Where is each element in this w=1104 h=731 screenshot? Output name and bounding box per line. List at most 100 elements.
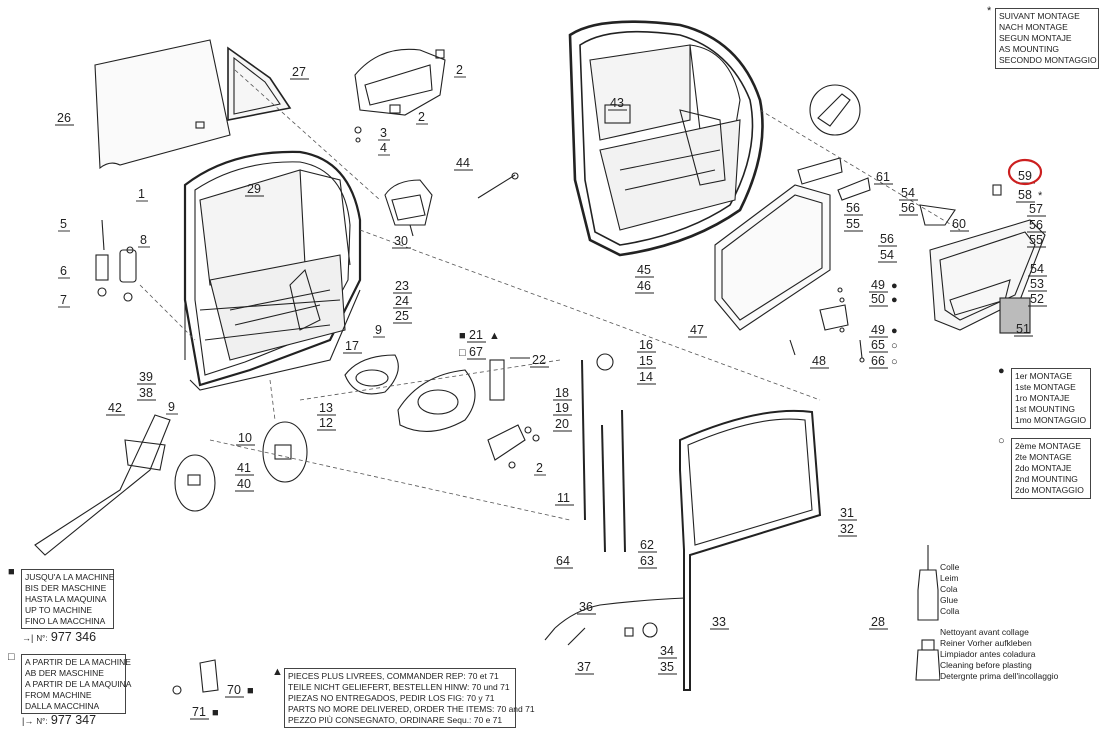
first-mounting-line: 1ro MONTAJE [1015, 393, 1070, 403]
door-frame-right [568, 20, 764, 257]
callout-label: 70 [227, 683, 241, 697]
callout-label: 40 [237, 477, 251, 491]
callout-label: 33 [712, 615, 726, 629]
from-machine-line: FROM MACHINE [25, 690, 92, 700]
lock-mechanism [384, 179, 433, 237]
callout-symbol: ● [891, 294, 898, 306]
callout-label: 66 [871, 354, 885, 368]
glue-labels: Colle Leim Cola Glue Colla [940, 562, 990, 622]
callout-label: 71 [192, 705, 206, 719]
callout-label: 56 [846, 201, 860, 215]
star-note-line: AS MOUNTING [999, 44, 1059, 54]
parts-note-line: PIEZAS NO ENTREGADOS, PEDIR LOS FIG: 70 … [288, 693, 495, 703]
from-machine-ref: |→N°: 977 347 [22, 713, 96, 727]
callout-label: 24 [395, 294, 409, 308]
star-note-marker: * [987, 5, 992, 17]
callout-label: 19 [555, 401, 569, 415]
callout-label: 65 [871, 338, 885, 352]
callout-label: 11 [557, 491, 570, 505]
from-machine-line: AB DER MASCHINE [25, 668, 104, 678]
callout-label: 18 [555, 386, 569, 400]
up-to-machine-line: HASTA LA MAQUINA [25, 594, 107, 604]
callout-label: 16 [639, 338, 653, 352]
callout-symbol: □ [459, 347, 466, 359]
callout-label: 39 [139, 370, 153, 384]
door-frame-left [183, 150, 362, 391]
window-regulator-part [34, 414, 171, 556]
callout-label: 12 [319, 416, 333, 430]
speaker-part [174, 421, 308, 512]
up-to-machine-box: JUSQU'A LA MACHINE BIS DER MASCHINE HAST… [21, 569, 114, 629]
cleaner-label: Detergnte prima dell'incollaggio [940, 671, 1059, 681]
up-to-machine-line: FINO LA MACCHINA [25, 616, 106, 626]
cleaner-label: Limpiador antes coladura [940, 649, 1036, 659]
callout-label: 34 [660, 644, 674, 658]
callout-label: 63 [640, 554, 654, 568]
callout-label: 42 [108, 401, 122, 415]
callout-label: 8 [140, 233, 147, 247]
callout-label: 54 [901, 186, 915, 200]
star-note-line: SECONDO MONTAGGIO [999, 55, 1097, 65]
cable-part [544, 597, 686, 646]
glue-label: Glue [940, 595, 958, 605]
callout-label: 37 [577, 660, 591, 674]
from-machine-box: A PARTIR DE LA MACHINE AB DER MASCHINE A… [21, 654, 132, 714]
callout-label: 25 [395, 309, 409, 323]
callout-label: 1 [138, 187, 145, 201]
callout-label: 44 [456, 156, 470, 170]
callout-symbol: ● [891, 280, 898, 292]
up-to-machine-line: BIS DER MASCHINE [25, 583, 107, 593]
callout-symbol: ● [891, 325, 898, 337]
ref-number: 977 346 [50, 630, 97, 644]
callout-label: 23 [395, 279, 409, 293]
parts-note-line: PEZZO PIÙ CONSEGNATO, ORDINARE Sequ.: 70… [288, 715, 503, 725]
from-machine-line: DALLA MACCHINA [25, 701, 100, 711]
callout-label: 32 [840, 522, 854, 536]
filled-square-marker: ■ [8, 566, 15, 578]
callout-label: 38 [139, 386, 153, 400]
callout-label: 31 [840, 506, 854, 520]
callout-label: 20 [555, 417, 569, 431]
second-mounting-line: 2ème MONTAGE [1015, 441, 1081, 451]
glue-label: Cola [940, 584, 958, 594]
callout-label: 50 [871, 292, 885, 306]
callout-label: 35 [660, 660, 674, 674]
callout-label: 46 [637, 279, 651, 293]
star-note-line: SUIVANT MONTAGE [999, 11, 1080, 21]
callout-label: 55 [846, 217, 860, 231]
from-machine-line: A PARTIR DE LA MACHINE [25, 657, 131, 667]
callout-label: 15 [639, 354, 653, 368]
callout-label: 64 [556, 554, 570, 568]
callout-label: 3 [380, 126, 387, 140]
first-mounting-line: 1er MONTAGE [1015, 371, 1072, 381]
seal-strips [581, 353, 626, 553]
ref-number: 977 347 [50, 713, 97, 727]
quarter-glass-part [227, 46, 292, 121]
parts-note-line: PARTS NO MORE DELIVERED, ORDER THE ITEMS… [288, 704, 535, 714]
second-mounting-line: 2do MONTAGGIO [1015, 485, 1084, 495]
callout-label: 56 [880, 232, 894, 246]
first-mounting-line: 1ste MONTAGE [1015, 382, 1076, 392]
filled-circle-marker: ● [998, 365, 1005, 377]
callout-label: 2 [456, 63, 463, 77]
ref-prefix: N°: [36, 634, 48, 643]
callout-label: 49 [871, 323, 885, 337]
second-mounting-line: 2do MONTAJE [1015, 463, 1072, 473]
parts-note-box: PIECES PLUS LIVREES, COMMANDER REP: 70 e… [284, 668, 535, 728]
callout-symbol: ○ [891, 340, 898, 352]
callout-symbol: ■ [212, 707, 219, 719]
highlight-circle [1007, 158, 1043, 186]
callout-label: 57 [1029, 202, 1043, 216]
from-machine-line: A PARTIR DE LA MAQUINA [25, 679, 132, 689]
cleaner-label: Reiner Vorher aufkleben [940, 638, 1032, 648]
callout-label: 58 [1018, 188, 1032, 202]
callout-label: 56 [1029, 218, 1043, 232]
callout-label: 14 [639, 370, 653, 384]
second-mounting-line: 2te MONTAGE [1015, 452, 1072, 462]
arrow-icon: |→ [22, 716, 34, 726]
hollow-circle-marker: ○ [998, 435, 1005, 447]
star-note-box: SUIVANT MONTAGE NACH MONTAGE SEGUN MONTA… [995, 8, 1099, 69]
latch-part [489, 357, 530, 401]
callout-label: 47 [690, 323, 704, 337]
callout-label: 43 [610, 96, 624, 110]
